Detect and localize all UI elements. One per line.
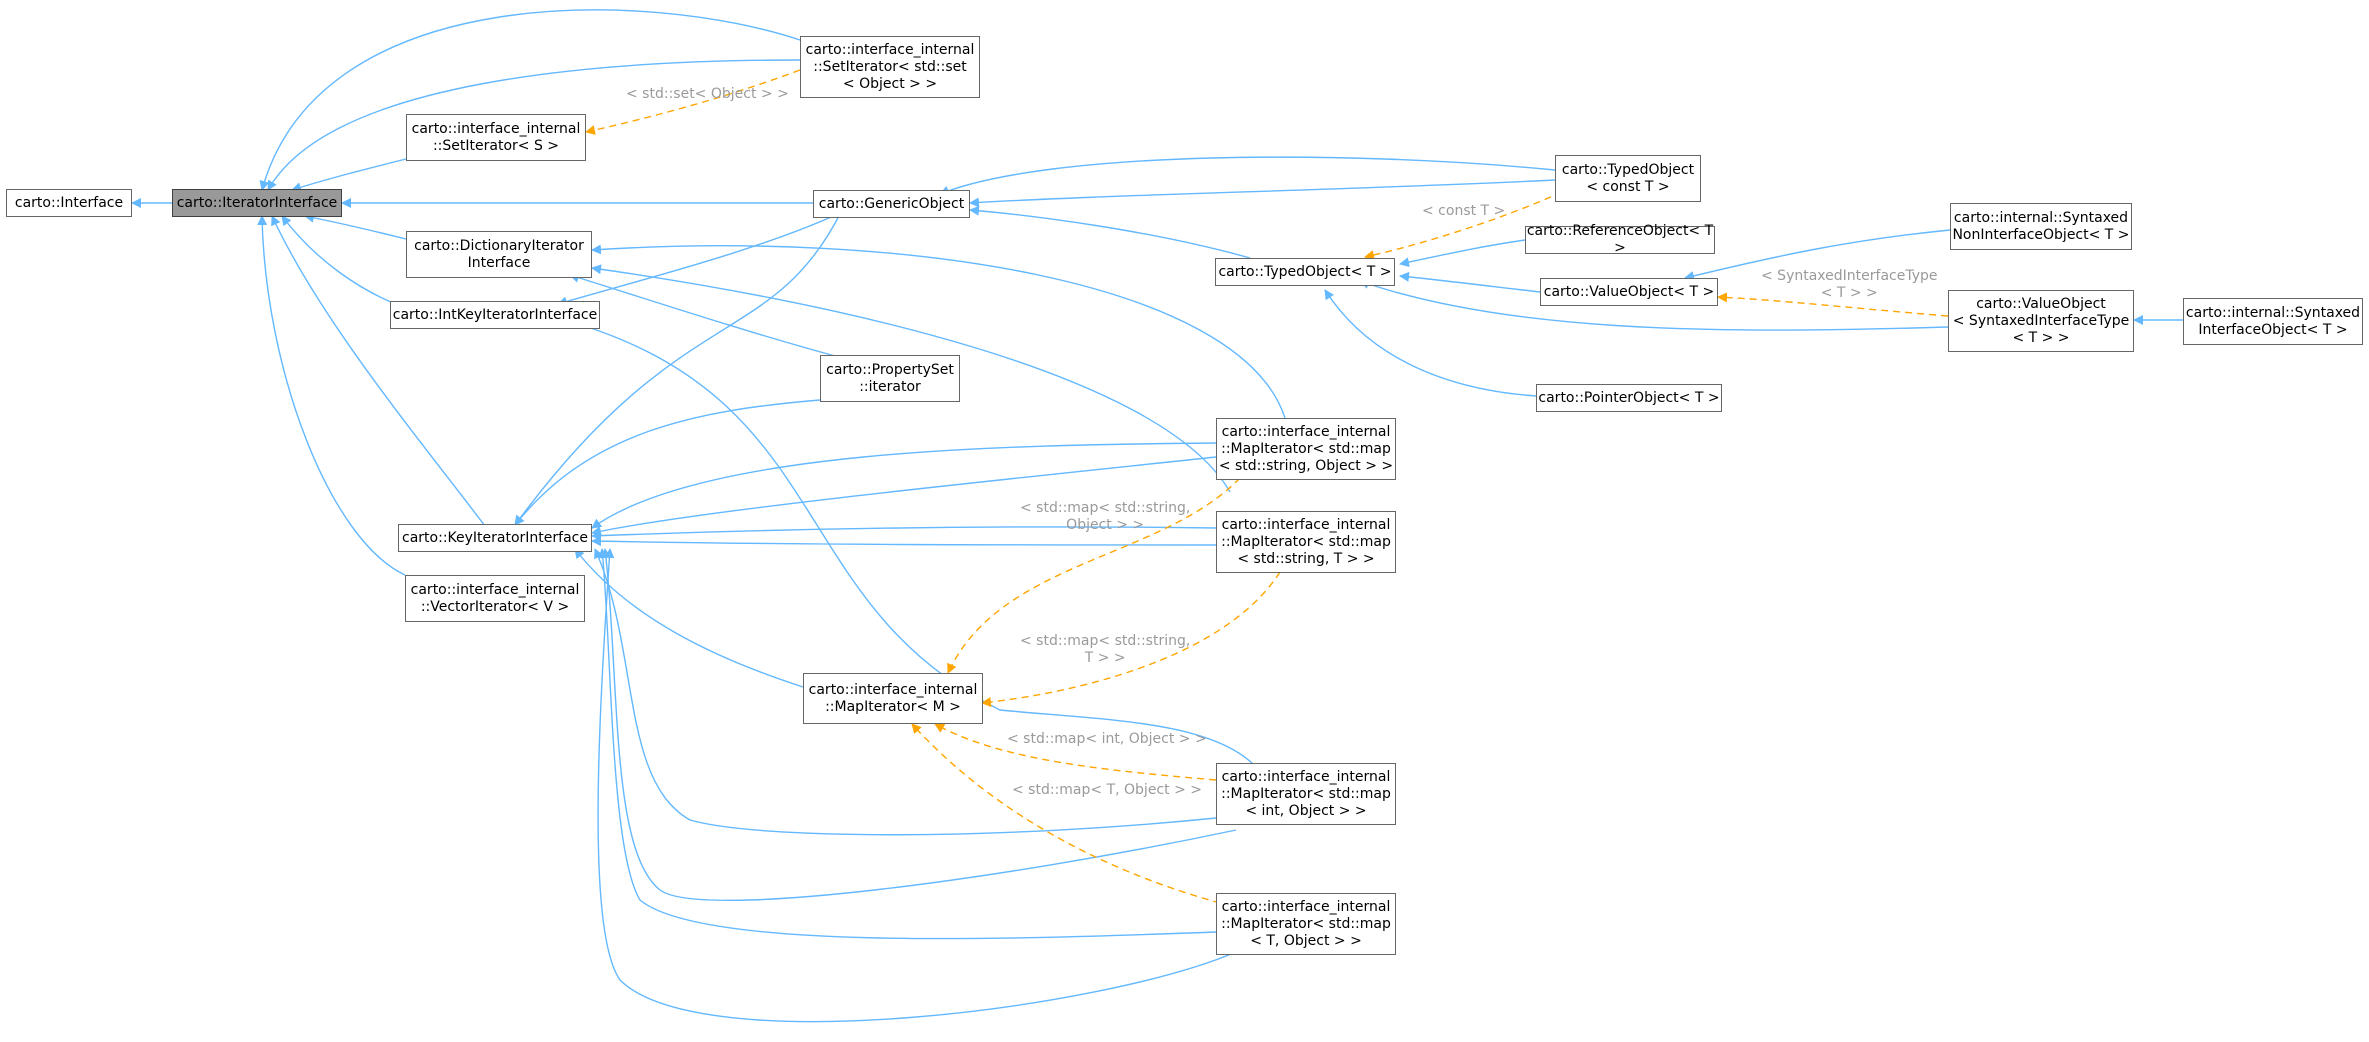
edge-maptobj-to-mapm bbox=[911, 723, 1221, 904]
edge-maptobj-to-key-2 bbox=[597, 548, 1237, 1023]
node-set-iterator-std-set[interactable]: carto::interface_internal ::SetIterator<… bbox=[800, 36, 980, 98]
edge-mapstrobj-to-dict bbox=[591, 244, 1286, 419]
edge-pointer-to-typedt bbox=[1324, 289, 1537, 397]
node-dictionary-iterator[interactable]: carto::DictionaryIterator Interface bbox=[406, 231, 592, 278]
node-reference-object[interactable]: carto::ReferenceObject< T > bbox=[1525, 223, 1715, 256]
node-syntaxed-interface[interactable]: carto::internal::Syntaxed InterfaceObjec… bbox=[2183, 298, 2363, 345]
edge-setiters-to-iterator bbox=[291, 157, 411, 193]
edge-mapstrt-to-mapm bbox=[981, 571, 1281, 707]
node-set-iterator-s[interactable]: carto::interface_internal ::SetIterator<… bbox=[406, 114, 586, 161]
node-typed-object-t[interactable]: carto::TypedObject< T > bbox=[1215, 258, 1395, 286]
edge-label-set-object: < std::set< Object > > bbox=[626, 86, 789, 102]
node-typed-object-const[interactable]: carto::TypedObject < const T > bbox=[1555, 155, 1701, 202]
node-map-iterator-t-object[interactable]: carto::interface_internal ::MapIterator<… bbox=[1216, 893, 1396, 955]
node-interface[interactable]: carto::Interface bbox=[6, 189, 132, 217]
edge-typedconst-to-generic-2 bbox=[969, 179, 1556, 208]
node-map-iterator-string-object[interactable]: carto::interface_internal ::MapIterator<… bbox=[1216, 418, 1396, 480]
edge-label-map-string-t: < std::map< std::string, T > > bbox=[1020, 633, 1191, 666]
edge-label-syntaxed-type: < SyntaxedInterfaceType < T > > bbox=[1761, 268, 1938, 301]
edge-mapstrobj-to-key bbox=[591, 442, 1217, 529]
edge-typedconst-to-typedt bbox=[1364, 191, 1563, 260]
node-pointer-object[interactable]: carto::PointerObject< T > bbox=[1536, 384, 1722, 412]
edge-generic-to-intkey bbox=[557, 212, 841, 307]
node-map-iterator-int-object[interactable]: carto::interface_internal ::MapIterator<… bbox=[1216, 763, 1396, 825]
node-vector-iterator[interactable]: carto::interface_internal ::VectorIterat… bbox=[405, 575, 585, 622]
edge-propset-to-key bbox=[514, 399, 821, 526]
node-propertyset-iterator[interactable]: carto::PropertySet ::iterator bbox=[820, 355, 960, 402]
edge-valuesyntaxed-to-typedt bbox=[1359, 279, 1949, 331]
edge-dict-to-iterator bbox=[304, 212, 411, 241]
node-syntaxed-noninterface[interactable]: carto::internal::Syntaxed NonInterfaceOb… bbox=[1950, 203, 2132, 250]
edge-label-map-t-object: < std::map< T, Object > > bbox=[1012, 782, 1202, 798]
edge-setiterstd-to-setiters bbox=[585, 69, 801, 135]
node-generic-object[interactable]: carto::GenericObject bbox=[813, 190, 970, 218]
edge-mapm-to-key bbox=[574, 548, 804, 688]
edge-key-to-iterator bbox=[271, 215, 486, 527]
edge-mapint-to-intkey bbox=[557, 315, 1256, 767]
node-value-object[interactable]: carto::ValueObject< T > bbox=[1540, 278, 1718, 306]
edge-setiterstd-to-iterator-2 bbox=[267, 59, 801, 191]
edge-mapstrt-to-key bbox=[591, 526, 1217, 541]
node-value-object-syntaxed[interactable]: carto::ValueObject < SyntaxedInterfaceTy… bbox=[1948, 290, 2134, 352]
edge-valuesyntaxed-to-value bbox=[1717, 292, 1949, 317]
edge-reference-to-typedt bbox=[1399, 239, 1526, 268]
node-map-iterator-m[interactable]: carto::interface_internal ::MapIterator<… bbox=[803, 673, 983, 724]
node-map-iterator-string-t[interactable]: carto::interface_internal ::MapIterator<… bbox=[1216, 511, 1396, 573]
edge-intkey-to-iterator bbox=[281, 215, 399, 306]
edge-label-map-string-object: < std::map< std::string, Object > > bbox=[1020, 500, 1191, 533]
edge-generic-to-key bbox=[514, 213, 841, 526]
node-key-iterator[interactable]: carto::KeyIteratorInterface bbox=[398, 524, 592, 552]
edge-mapstrt-to-key-2 bbox=[591, 536, 1217, 547]
node-iterator-interface[interactable]: carto::IteratorInterface bbox=[172, 189, 342, 217]
edge-typedt-to-generic bbox=[969, 205, 1251, 259]
edge-syntaxednon-to-value bbox=[1684, 229, 1951, 281]
node-intkey-iterator[interactable]: carto::IntKeyIteratorInterface bbox=[390, 301, 600, 329]
edge-mapstrobj-to-key-2 bbox=[591, 456, 1217, 537]
edge-vector-to-iterator bbox=[257, 215, 406, 576]
edge-mapint-to-mapm bbox=[934, 723, 1217, 781]
edge-propset-to-dict bbox=[569, 272, 836, 357]
edge-maptobj-to-key bbox=[597, 548, 1217, 940]
edge-mapint-to-key bbox=[594, 548, 1217, 836]
edge-value-to-typedt bbox=[1399, 271, 1541, 293]
edge-typedconst-to-generic bbox=[939, 156, 1556, 196]
edge-label-const-t: < const T > bbox=[1422, 203, 1506, 219]
edge-mapint-to-key-2 bbox=[601, 548, 1237, 902]
edge-label-map-int-object: < std::map< int, Object > > bbox=[1007, 731, 1207, 747]
edge-setiterstd-to-iterator bbox=[259, 9, 801, 191]
